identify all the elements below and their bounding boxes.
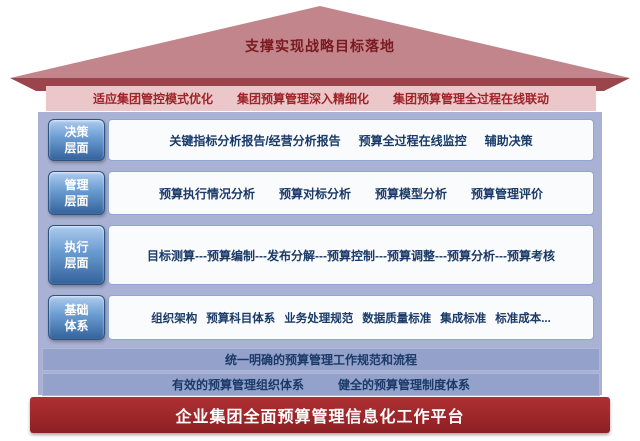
layer-item: 预算管理评价 [471, 186, 544, 201]
layer-item: 预算模型分析 [375, 186, 448, 201]
layer-item: 集成标准 [440, 312, 487, 325]
layer-content-management: 预算执行情况分析 预算对标分析 预算模型分析 预算管理评价 [108, 171, 594, 215]
layer-item: 数据质量标准 [362, 312, 432, 325]
layer-item: 标准成本... [495, 312, 551, 325]
layer-label-decision: 决策 层面 [48, 119, 105, 161]
layer-item: 预算执行情况分析 [158, 186, 255, 201]
subtitle-bar: 适应集团管控模式优化 集团预算管理深入精细化 集团预算管理全过程在线联动 [46, 86, 596, 111]
layer-item: 预算科目体系 [206, 312, 276, 325]
platform-title-bar: 企业集团全面预算管理信息化工作平台 [30, 397, 610, 433]
layer-item: 预算对标分析 [278, 186, 351, 201]
platform-title: 企业集团全面预算管理信息化工作平台 [175, 409, 465, 426]
layer-row-decision: 决策 层面 关键指标分析报告/经营分析报告 预算全过程在线监控 辅助决策 [38, 118, 602, 162]
roof-title: 支撑实现战略目标落地 [245, 38, 395, 54]
subtitle-item: 集团预算管理深入精细化 [236, 92, 369, 106]
foundation-bar-norms: 统一明确的预算管理工作规范和流程 [42, 348, 600, 371]
layer-content-decision: 关键指标分析报告/经营分析报告 预算全过程在线监控 辅助决策 [108, 119, 594, 161]
layer-content-execution: 目标测算---预算编制---发布分解---预算控制---预算调整---预算分析-… [108, 225, 594, 285]
label-line: 层面 [64, 194, 89, 208]
label-line: 决策 [64, 125, 89, 139]
layer-item: 目标测算---预算编制---发布分解---预算控制---预算调整---预算分析-… [147, 248, 555, 263]
layer-row-foundation: 基础 体系 组织架构 预算科目体系 业务处理规范 数据质量标准 集成标准 标准成… [38, 294, 602, 341]
foundation-bar-item: 统一明确的预算管理工作规范和流程 [224, 353, 417, 367]
foundation-bar-systems: 有效的预算管理组织体系 健全的预算管理制度体系 [42, 373, 600, 396]
layer-item: 业务处理规范 [284, 312, 354, 325]
layer-item: 关键指标分析报告/经营分析报告 [169, 133, 341, 148]
subtitle-item: 集团预算管理全过程在线联动 [393, 92, 550, 106]
foundation-bar-item: 健全的预算管理制度体系 [338, 378, 471, 392]
layer-content-foundation: 组织架构 预算科目体系 业务处理规范 数据质量标准 集成标准 标准成本... [108, 295, 594, 340]
label-line: 体系 [64, 318, 89, 333]
layer-row-management: 管理 层面 预算执行情况分析 预算对标分析 预算模型分析 预算管理评价 [38, 170, 602, 216]
layers-panel: 决策 层面 关键指标分析报告/经营分析报告 预算全过程在线监控 辅助决策 管理 … [38, 112, 602, 396]
label-line: 基础 [64, 302, 89, 317]
layer-row-execution: 执行 层面 目标测算---预算编制---发布分解---预算控制---预算调整--… [38, 224, 602, 286]
foundation-bar-item: 有效的预算管理组织体系 [171, 378, 304, 392]
layer-item: 组织架构 [151, 312, 198, 325]
layer-label-management: 管理 层面 [48, 171, 105, 215]
subtitle-item: 适应集团管控模式优化 [92, 92, 213, 106]
label-line: 层面 [64, 256, 89, 270]
label-line: 层面 [64, 141, 89, 155]
label-line: 管理 [64, 178, 89, 192]
layer-item: 预算全过程在线监控 [358, 133, 467, 148]
layer-label-execution: 执行 层面 [48, 225, 105, 285]
label-line: 执行 [64, 240, 89, 254]
layer-label-foundation: 基础 体系 [48, 295, 105, 340]
layer-item: 辅助决策 [484, 133, 533, 148]
